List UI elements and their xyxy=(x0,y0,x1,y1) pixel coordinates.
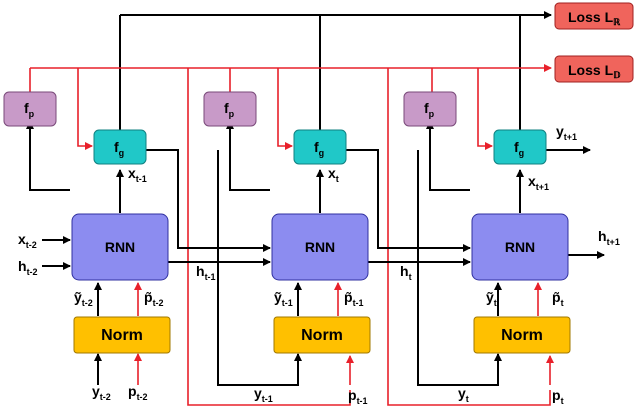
fp-label: f xyxy=(424,100,429,116)
p-input-label: pt-1 xyxy=(348,387,368,406)
norm-box xyxy=(73,316,171,354)
svg-text:fg: fg xyxy=(514,139,524,158)
h-output-label: ht xyxy=(400,263,412,282)
fg-subscript: g xyxy=(519,148,525,158)
fp-box xyxy=(203,91,257,127)
loss-r-feed-lines xyxy=(119,11,552,130)
h-output-label: ht-1 xyxy=(196,263,216,282)
rnn-box xyxy=(71,213,169,281)
x-input-label: xt-2 xyxy=(18,231,37,250)
red-connections xyxy=(134,282,554,385)
fg-label: f xyxy=(114,139,119,155)
loss-d-feed-lines xyxy=(29,64,552,406)
loss-d-box: Loss L𝔻 xyxy=(554,55,634,83)
loss-d-subscript: 𝔻 xyxy=(613,70,621,80)
fp-subscript: p xyxy=(229,109,235,119)
black-connections xyxy=(26,121,605,386)
y-input-label: yt-2 xyxy=(92,383,111,402)
x-label: xt+1 xyxy=(528,173,549,192)
ptilde-label: p̃t xyxy=(552,289,564,308)
fg-subscript: g xyxy=(119,148,125,158)
y-output-label: yt+1 xyxy=(556,123,577,142)
svg-text:Loss L𝔻: Loss L𝔻 xyxy=(568,62,621,80)
norm-label: Norm xyxy=(101,327,143,344)
fg-label: f xyxy=(514,139,519,155)
fg-label: f xyxy=(314,139,319,155)
y-input-label: yt-1 xyxy=(254,385,273,404)
ytilde-label: ỹt-2 xyxy=(74,289,93,308)
fg-box xyxy=(293,129,347,165)
rnn-label: RNN xyxy=(105,239,135,255)
fp-subscript: p xyxy=(29,109,35,119)
rnn-box xyxy=(471,213,569,281)
fp-box xyxy=(403,91,457,127)
fg-box xyxy=(493,129,547,165)
ytilde-label: ỹt-1 xyxy=(274,289,293,308)
svg-text:fg: fg xyxy=(114,139,124,158)
ytilde-label: ỹt xyxy=(486,289,497,308)
svg-text:Loss Lℝ: Loss Lℝ xyxy=(568,9,621,27)
fp-label: f xyxy=(24,100,29,116)
norm-box xyxy=(473,316,571,354)
fg-box xyxy=(93,129,147,165)
svg-text:fp: fp xyxy=(24,100,35,119)
unit-0: fp fg RNN Norm xyxy=(3,91,171,354)
h-input-label: ht-2 xyxy=(18,258,38,277)
fp-label: f xyxy=(224,100,229,116)
fg-subscript: g xyxy=(319,148,325,158)
rnn-label: RNN xyxy=(505,239,535,255)
y-input-label: yt xyxy=(458,385,469,404)
signal-labels: xt-2 ht-2 xt-1 ỹt-2 p̃t-2 yt-2 pt-2 ht-1… xyxy=(18,123,620,406)
unit-2: fp fg RNN Norm xyxy=(403,91,571,354)
rnn-box xyxy=(271,213,369,281)
p-input-label: pt-2 xyxy=(128,383,148,402)
norm-box xyxy=(273,316,371,354)
svg-text:fp: fp xyxy=(224,100,235,119)
svg-text:fg: fg xyxy=(314,139,324,158)
fp-box xyxy=(3,91,57,127)
rnn-label: RNN xyxy=(305,239,335,255)
p-input-label: pt xyxy=(552,387,564,406)
x-label: xt xyxy=(328,165,339,184)
loss-r-label: Loss L xyxy=(568,9,614,25)
x-label: xt-1 xyxy=(128,165,147,184)
ptilde-label: p̃t-1 xyxy=(344,289,364,308)
svg-text:fp: fp xyxy=(424,100,435,119)
norm-label: Norm xyxy=(301,327,343,344)
unit-1: fp fg RNN Norm xyxy=(203,91,371,354)
loss-r-subscript: ℝ xyxy=(613,17,621,27)
loss-r-box: Loss Lℝ xyxy=(554,2,634,30)
h-output-label: ht+1 xyxy=(598,228,620,247)
norm-label: Norm xyxy=(501,327,543,344)
loss-d-label: Loss L xyxy=(568,62,614,78)
fp-subscript: p xyxy=(429,109,435,119)
ptilde-label: p̃t-2 xyxy=(144,289,164,308)
